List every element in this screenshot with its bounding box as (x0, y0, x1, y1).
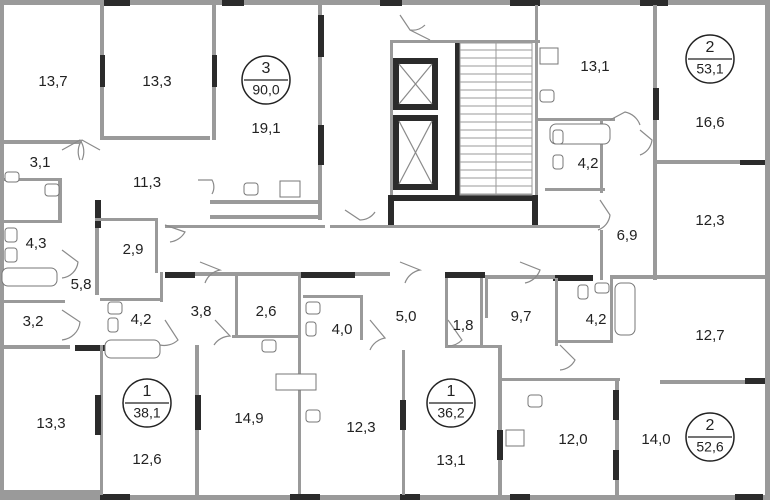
apartment-area: 36,2 (437, 405, 464, 421)
room-area-label: 9,7 (511, 308, 532, 325)
apartment-rooms: 3 (262, 60, 271, 77)
room-area-label: 1,8 (453, 317, 474, 334)
room-area-label: 12,6 (132, 451, 161, 468)
room-area-label: 2,6 (256, 303, 277, 320)
room-area-label: 13,1 (436, 452, 465, 469)
apartment-area: 53,1 (696, 61, 723, 77)
apartment-area: 52,6 (696, 439, 723, 455)
room-area-label: 2,9 (123, 241, 144, 258)
apartment-area: 90,0 (252, 82, 279, 98)
room-area-label: 12,3 (695, 212, 724, 229)
room-area-label: 4,0 (332, 321, 353, 338)
apartment-badge: 1 38,1 (122, 378, 172, 428)
apartment-badge: 2 52,6 (685, 412, 735, 462)
room-area-label: 4,3 (26, 235, 47, 252)
apartment-rooms: 1 (143, 383, 152, 400)
room-area-label: 19,1 (251, 120, 280, 137)
room-area-label: 16,6 (695, 114, 724, 131)
apartment-rooms: 2 (706, 39, 715, 56)
apartment-badges: 3 90,0 2 53,1 1 38,1 1 36,2 2 52,6 (122, 34, 735, 462)
fixtures (1, 47, 636, 447)
apartment-badge: 2 53,1 (685, 34, 735, 84)
elevator-core (393, 58, 438, 190)
room-area-label: 5,0 (396, 308, 417, 325)
apartment-rooms: 1 (447, 383, 456, 400)
room-labels: 13,7 13,3 19,1 13,1 16,6 3,1 11,3 4,2 4,… (23, 58, 725, 469)
room-area-label: 14,0 (641, 431, 670, 448)
room-area-label: 6,9 (617, 227, 638, 244)
room-area-label: 11,3 (133, 174, 161, 191)
room-area-label: 4,2 (586, 311, 607, 328)
apartment-badge: 3 90,0 (241, 55, 291, 105)
room-area-label: 12,0 (558, 431, 587, 448)
room-area-label: 13,1 (580, 58, 609, 75)
doors (61, 14, 653, 371)
apartment-rooms: 2 (706, 417, 715, 434)
room-area-label: 13,3 (142, 73, 171, 90)
apartment-area: 38,1 (133, 405, 160, 421)
room-area-label: 13,3 (36, 415, 65, 432)
staircase (459, 42, 533, 196)
room-area-label: 12,3 (346, 419, 375, 436)
room-area-label: 14,9 (234, 410, 263, 427)
room-area-label: 5,8 (71, 276, 92, 293)
apartment-badge: 1 36,2 (426, 378, 476, 428)
room-area-label: 3,2 (23, 313, 44, 330)
room-area-label: 12,7 (695, 327, 724, 344)
room-area-label: 4,2 (578, 155, 599, 172)
room-area-label: 3,8 (191, 303, 212, 320)
room-area-label: 13,7 (38, 73, 67, 90)
room-area-label: 3,1 (30, 154, 51, 171)
room-area-label: 4,2 (131, 311, 152, 328)
